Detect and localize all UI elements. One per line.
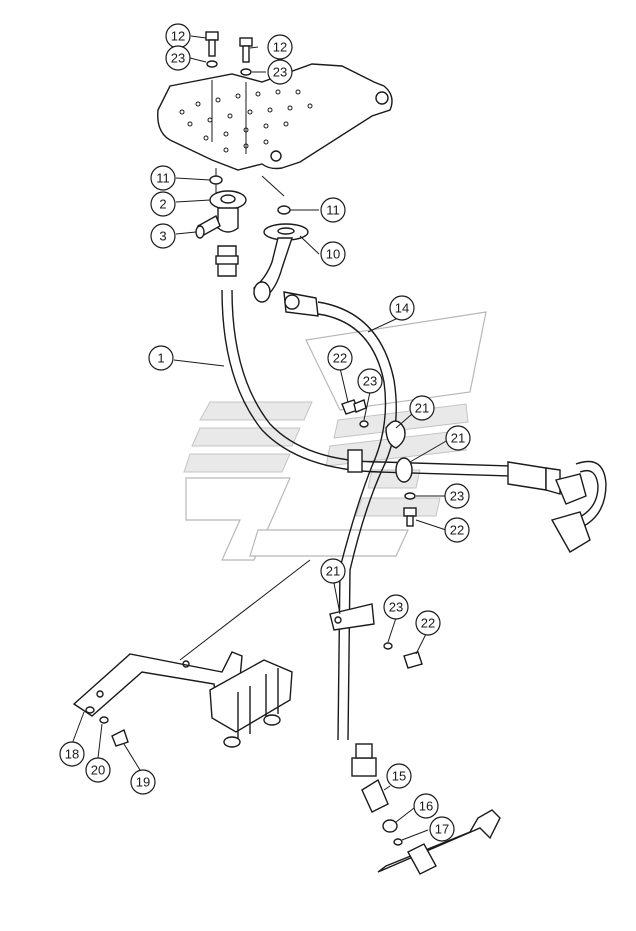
callout-20: 20 <box>85 757 111 783</box>
callout-21-middle: 21 <box>445 425 471 451</box>
callout-3: 3 <box>150 223 176 249</box>
callout-15: 15 <box>386 763 412 789</box>
callout-label: 23 <box>363 374 377 389</box>
bracket-18 <box>72 559 311 748</box>
callout-22-middle: 22 <box>444 517 470 543</box>
callout-label: 12 <box>171 29 185 44</box>
callout-21-upper: 21 <box>409 395 435 421</box>
callout-16: 16 <box>413 793 439 819</box>
callout-label: 23 <box>450 489 464 504</box>
callout-label: 21 <box>415 401 429 416</box>
callout-label: 21 <box>326 564 340 579</box>
callout-10: 10 <box>320 241 346 267</box>
callout-label: 3 <box>159 229 166 244</box>
callout-label: 22 <box>333 351 347 366</box>
callout-label: 20 <box>91 763 105 778</box>
callout-label: 11 <box>326 203 340 218</box>
callout-11-right: 11 <box>320 197 346 223</box>
callout-label: 23 <box>389 600 403 615</box>
leader-lines <box>71 35 449 841</box>
clamp-21-upper <box>385 420 406 449</box>
callout-12-right: 12 <box>267 34 293 60</box>
elbow-10 <box>252 175 309 303</box>
callout-23-upper: 23 <box>357 368 383 394</box>
callout-17: 17 <box>429 816 455 842</box>
callout-19: 19 <box>130 769 156 795</box>
hose-1 <box>221 289 607 553</box>
bolt-12-left <box>205 31 219 68</box>
clamp-21-lower <box>329 603 375 631</box>
callout-label: 21 <box>451 431 465 446</box>
callout-23-middle: 23 <box>444 483 470 509</box>
callout-18: 18 <box>59 741 85 767</box>
callout-label: 14 <box>395 301 409 316</box>
callout-22-lower: 22 <box>415 610 441 636</box>
callout-label: 18 <box>65 747 79 762</box>
callout-label: 17 <box>435 822 449 837</box>
callout-label: 10 <box>326 247 340 262</box>
bolt-22-upper <box>341 399 369 428</box>
plate-dimples <box>179 89 313 153</box>
lower-fittings <box>351 743 501 875</box>
callout-12-left: 12 <box>165 23 191 49</box>
callout-label: 12 <box>273 40 287 55</box>
bolt-12-right <box>239 37 253 76</box>
callout-label: 16 <box>419 799 433 814</box>
callout-label: 22 <box>450 523 464 538</box>
callout-label: 2 <box>159 197 166 212</box>
callout-23-top-right: 23 <box>267 59 293 85</box>
callout-label: 23 <box>273 65 287 80</box>
callout-2: 2 <box>150 191 176 217</box>
callout-label: 15 <box>392 769 406 784</box>
cover-plate <box>157 63 393 171</box>
callout-label: 23 <box>171 51 185 66</box>
callout-label: 22 <box>421 616 435 631</box>
bolt-22-middle <box>403 492 417 527</box>
callout-14: 14 <box>389 295 415 321</box>
bolt-22-lower <box>383 642 423 669</box>
callout-11-left: 11 <box>150 165 176 191</box>
callout-label: 1 <box>157 351 164 366</box>
callout-label: 11 <box>156 171 170 186</box>
callout-label: 19 <box>136 775 150 790</box>
callout-1: 1 <box>148 345 174 371</box>
callout-22-upper: 22 <box>327 345 353 371</box>
callout-21-lower: 21 <box>320 558 346 584</box>
flange-assembly <box>195 168 247 277</box>
callout-23-lower: 23 <box>383 594 409 620</box>
callout-23-top-left: 23 <box>165 45 191 71</box>
